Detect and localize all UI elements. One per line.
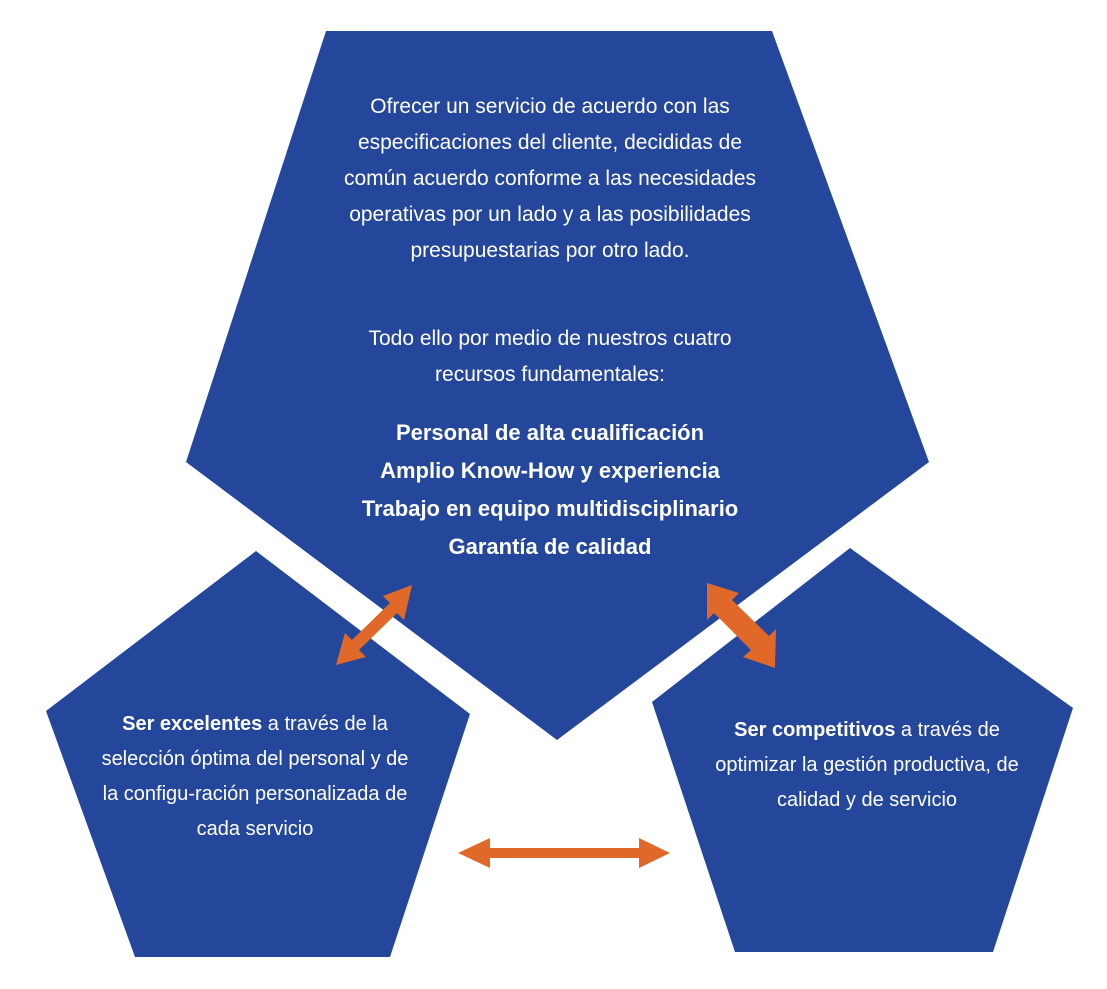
arrow-top-left: [336, 585, 412, 665]
right-body: a través de optimizar la gestión product…: [715, 719, 1019, 811]
resource-item: Personal de alta cualificación: [395, 420, 705, 445]
left-pentagon: [46, 551, 470, 957]
right-pentagon-text: Ser competitivos a través de optimizar l…: [712, 713, 1022, 818]
resource-item: Garantía de calidad: [448, 534, 652, 559]
resource-item: Amplio Know-How y experiencia: [380, 458, 720, 483]
resources-list: Personal de alta cualificación Amplio Kn…: [300, 414, 800, 566]
resource-item: Trabajo en equipo multidisciplinario: [361, 496, 739, 521]
arrow-top-right: [707, 583, 776, 668]
arrow-bottom-horizontal: [458, 838, 670, 868]
right-heading: Ser competitivos: [734, 719, 896, 741]
top-resources-intro: Todo ello por medio de nuestros cuatro r…: [368, 327, 732, 386]
top-intro-text: Ofrecer un servicio de acuerdo con las e…: [343, 95, 757, 262]
left-body: a través de la selección óptima del pers…: [101, 713, 409, 840]
top-pentagon: [186, 31, 929, 740]
left-heading: Ser excelentes: [122, 713, 263, 735]
left-pentagon-text: Ser excelentes a través de la selección …: [100, 707, 410, 847]
